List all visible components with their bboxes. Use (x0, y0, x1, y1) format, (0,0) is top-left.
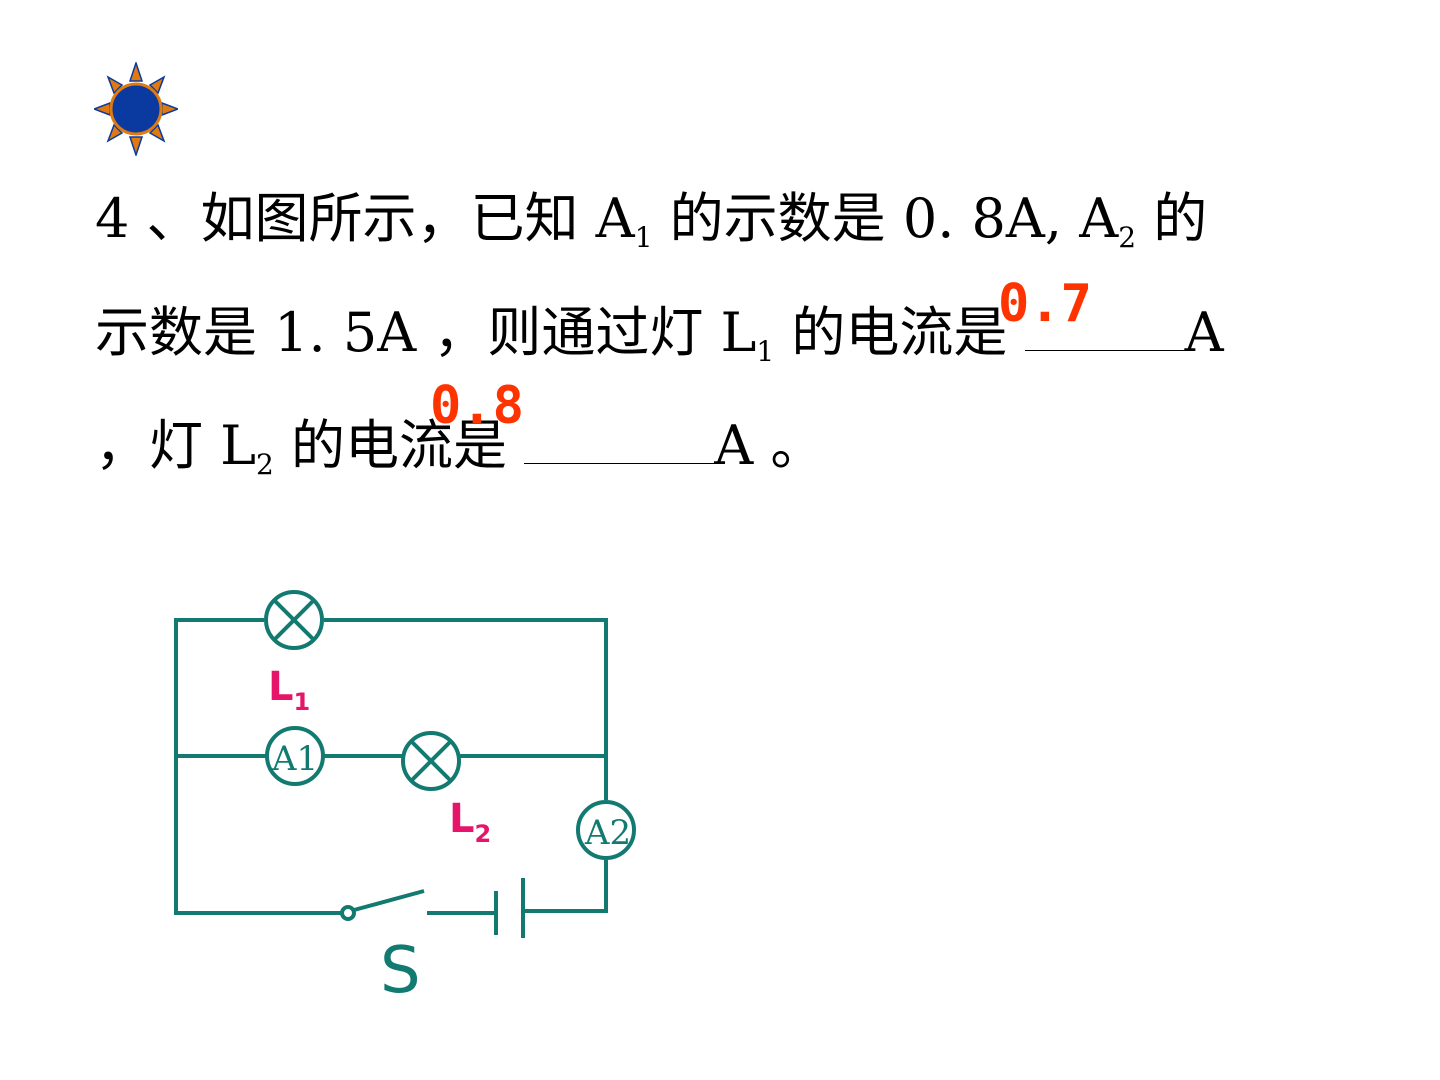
subscript: 2 (1118, 221, 1137, 254)
answer-l1-current: 0.7 (998, 274, 1092, 334)
answer-l2-current: 0.8 (430, 376, 524, 436)
question-text: 4 、如图所示，已知 A (95, 187, 635, 250)
question-text: 的电流是 (774, 301, 1025, 364)
question-line-1: 4 、如图所示，已知 A1 的示数是 0. 8A, A2 的 (95, 192, 1207, 252)
ammeter-a1 (265, 726, 325, 786)
ammeter-a1-label: A1 (271, 739, 318, 779)
battery (494, 878, 525, 938)
ammeter-a2 (576, 800, 636, 860)
circuit-diagram: A1 A2 L1 L2 S (174, 590, 636, 1008)
subscript: 2 (256, 448, 274, 481)
lamp-l1-label: L1 (268, 664, 310, 716)
switch (340, 889, 425, 921)
answer-blank-l1 (1024, 310, 1185, 351)
question-line-2: 示数是 1. 5A ，则通过灯 L1 的电流是 A (95, 306, 1224, 366)
question-text: 的 (1136, 187, 1208, 250)
question-text: 示数是 1. 5A ，则通过灯 L (95, 301, 757, 364)
subscript: 1 (634, 221, 653, 254)
question-line-3: ，灯 L2 的电流是 A 。 (95, 419, 824, 479)
question-text: ，灯 L (95, 414, 257, 477)
answer-blank-l2 (524, 423, 715, 464)
subscript: 1 (756, 335, 775, 368)
lamp-l2 (401, 731, 461, 791)
question-text: 的电流是 (273, 414, 525, 477)
lamp-l2-label: L2 (449, 796, 491, 848)
ammeter-a2-label: A2 (584, 813, 631, 853)
switch-label: S (380, 934, 421, 1008)
sun-icon (94, 62, 178, 156)
lamp-l1 (264, 590, 324, 650)
question-text: A 。 (714, 414, 825, 477)
question-text: A (1184, 301, 1224, 364)
question-text: 的示数是 0. 8A, A (652, 187, 1119, 250)
